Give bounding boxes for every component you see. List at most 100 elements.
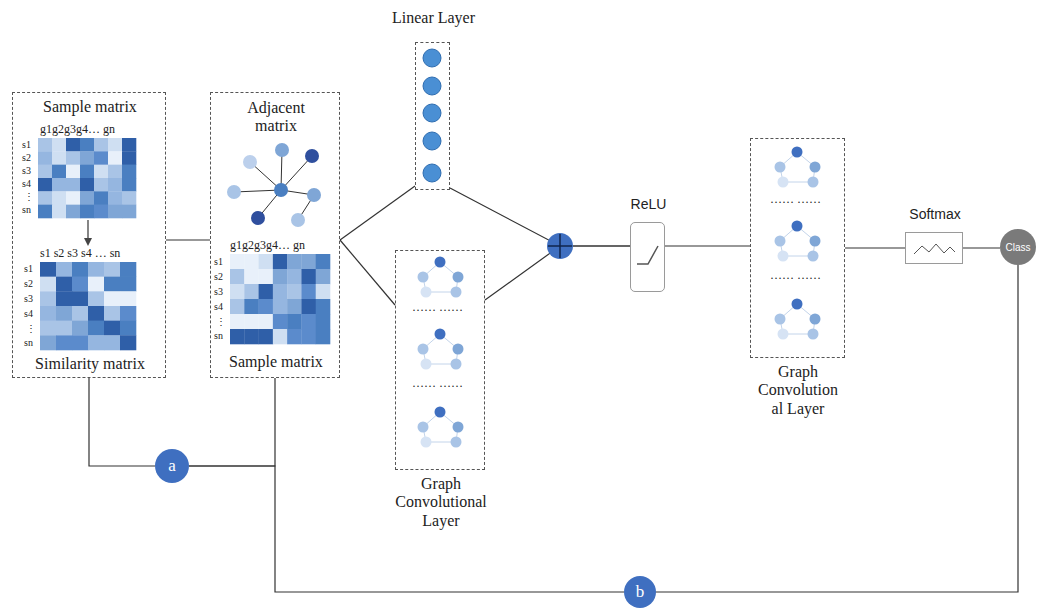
heatmap-cell [66,151,80,165]
callout-circle: a [155,449,189,483]
heatmap-cell [108,165,122,179]
node-caption: Sample matrix [211,353,341,371]
heatmap-cell [56,291,72,306]
heatmap-cell [230,254,245,269]
row-label: s2 [214,271,223,283]
row-label: s2 [24,278,33,290]
row-label: sn [24,337,33,349]
row-label: s3 [24,293,33,305]
graph-vertex [421,437,432,448]
heatmap-cell [88,291,104,306]
connector-line [963,247,1000,248]
heatmap-cell [88,321,104,336]
graph-vertex [792,299,803,310]
graph-vertex [453,272,464,283]
column-labels: s1 s2 s3 s4 … sn [40,246,120,260]
heatmap-cell [301,299,316,314]
graph-vertex [435,257,446,268]
heatmap-cell [94,178,108,192]
heatmap-cell [316,329,331,344]
node-caption: Similarity matrix [13,355,167,373]
row-label: s2 [22,152,31,164]
graph-vertex [451,359,462,370]
heatmap-cell [38,205,52,219]
heatmap-cell [80,191,94,205]
graph-vertex [453,422,464,433]
heatmap-cell [301,254,316,269]
heatmap-cell [301,329,316,344]
graph-vertex [775,162,786,173]
heatmap-cell [316,254,331,269]
graph-vertex [418,422,429,433]
graph-vertex [778,329,789,340]
softmax-box: Softmax [905,232,963,264]
heatmap-cell [66,165,80,179]
graph-vertex [451,437,462,448]
heatmap-cell [273,329,288,344]
heatmap-cell [38,165,52,179]
heatmap-cell [259,299,274,314]
connector-line [340,240,395,305]
heatmap-cell [66,138,80,152]
heatmap-cell [104,262,120,277]
heatmap-cell [301,284,316,299]
heatmap-cell [56,277,72,292]
heatmap-cell [104,291,120,306]
heatmap-cell [287,314,302,329]
heatmap-cell [40,335,56,350]
heatmap-cell [72,262,88,277]
heatmap-cell [52,178,66,192]
row-label: s1 [24,263,33,275]
heatmap-cell [40,321,56,336]
ellipsis-mark: …… …… [770,192,821,206]
heatmap-cell [108,151,122,165]
sum-symbol [547,233,573,259]
graph-vertex [792,147,803,158]
heatmap-cell [56,335,72,350]
heatmap-cell [94,165,108,179]
heatmap-cell [72,306,88,321]
heatmap-cell [108,178,122,192]
graph-vertex [435,329,446,340]
heatmap-cell [66,178,80,192]
graph-vertex [778,251,789,262]
connector-line [340,186,415,240]
heatmap-cell [108,138,122,152]
relu-icon [637,246,658,264]
row-label: ⋮ [24,191,34,203]
heatmap-cell [40,306,56,321]
heatmap-cell [244,299,259,314]
heatmap-cell [72,335,88,350]
heatmap-cell [94,151,108,165]
heatmap-cell [259,254,274,269]
heatmap-cell [80,165,94,179]
ellipsis-mark: …… …… [770,268,821,282]
heatmap-cell [273,269,288,284]
heatmap-cell [230,299,245,314]
heatmap-cell [80,205,94,219]
heatmap-cell [56,306,72,321]
heatmap-cell [259,314,274,329]
graph-vertex [808,177,819,188]
heatmap-cell [94,191,108,205]
row-label: s4 [214,301,223,313]
heatmap-cell [56,262,72,277]
heatmap-cell [94,138,108,152]
heatmap-cell [40,277,56,292]
heatmap-cell [244,284,259,299]
graph-vertex [451,287,462,298]
heatmap-cell [104,277,120,292]
row-label: s3 [214,286,223,298]
heatmap-cell [104,306,120,321]
heatmap-cell [104,321,120,336]
row-label: s4 [22,178,31,190]
column-labels: g1g2g3g4… gn [230,238,305,252]
neuron-circles [423,49,441,182]
heatmap-cell [230,329,245,344]
heatmap-cell [66,191,80,205]
graph-vertex [792,221,803,232]
connector-line [189,466,624,592]
heatmap-cell [80,178,94,192]
node-title: ReLU [611,196,686,212]
